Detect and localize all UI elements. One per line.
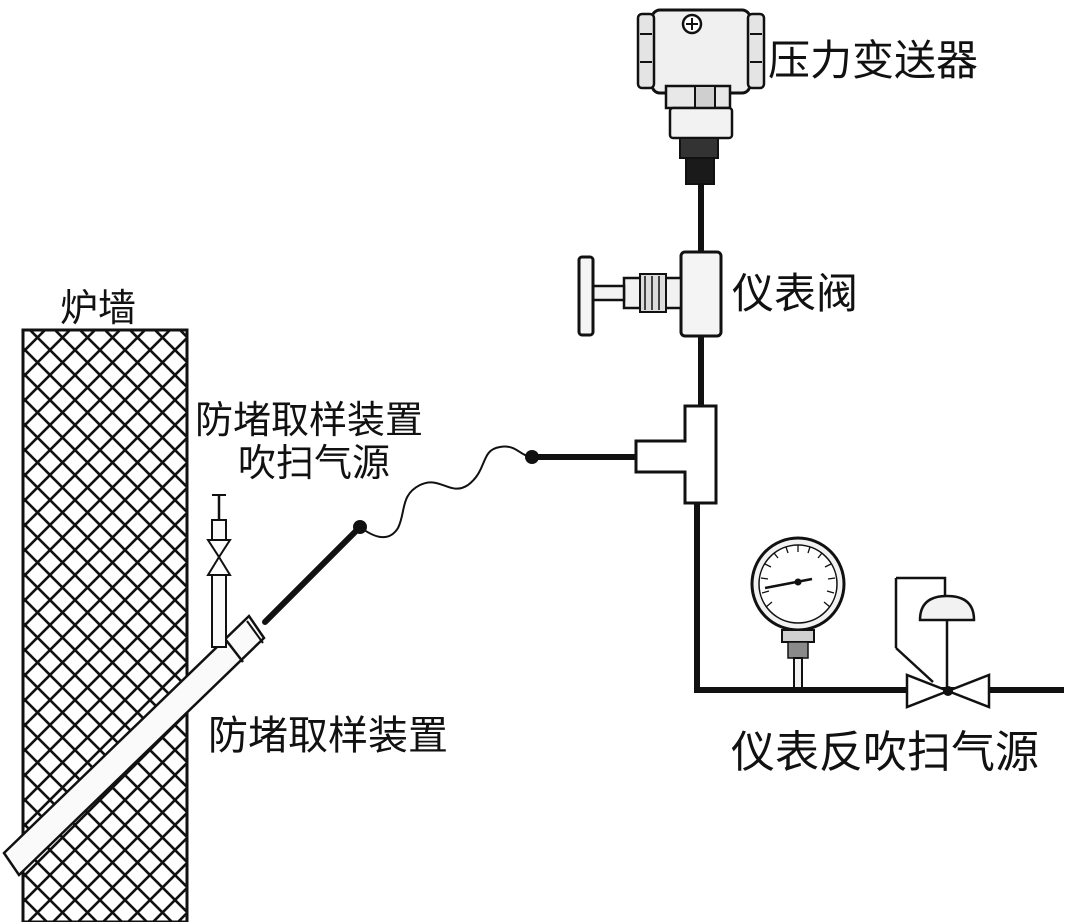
pressure-transmitter xyxy=(636,8,766,185)
furnace-wall-label: 炉墙 xyxy=(60,286,137,330)
purge-source-label-line2: 吹扫气源 xyxy=(238,441,391,485)
tee-fitting xyxy=(634,404,718,505)
purge-inlet-valve xyxy=(206,539,232,576)
main-vertical-pipe xyxy=(694,182,704,690)
sampling-probe xyxy=(2,614,266,877)
pressure-gauge xyxy=(750,536,846,689)
backflush-source-label: 仪表反吹扫气源 xyxy=(731,727,1039,778)
flexible-hose xyxy=(359,445,533,539)
purge-source-label-line1: 防堵取样装置 xyxy=(195,398,424,442)
impulse-line-rigid xyxy=(262,520,367,625)
instrument-valve-label: 仪表阀 xyxy=(732,269,859,318)
sampling-device-label: 防堵取样装置 xyxy=(208,713,448,759)
instrument-valve xyxy=(577,250,723,338)
pressure-transmitter-label: 压力变送器 xyxy=(768,36,979,85)
control-valve xyxy=(894,576,991,709)
tee-connection-line xyxy=(525,450,636,464)
